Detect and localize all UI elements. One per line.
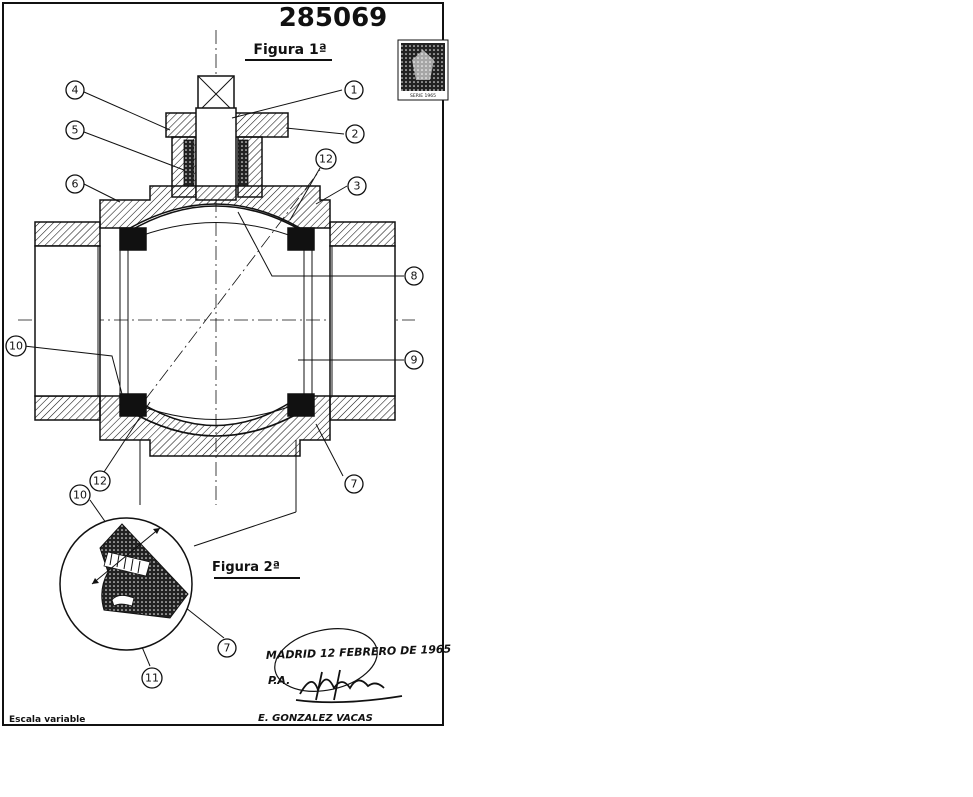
place-date: MADRID 12 FEBRERO DE 1965 [266,643,452,662]
svg-text:12: 12 [319,153,333,166]
svg-text:9: 9 [411,354,418,367]
callout-2: 2 [345,124,365,144]
svg-text:8: 8 [411,270,418,283]
svg-text:4: 4 [72,84,79,97]
stamp-caption: SERIE 1965 [410,93,436,99]
svg-text:5: 5 [72,124,79,137]
callout-7-detail: 7 [217,638,237,658]
scale-label: Escala variable [9,715,85,725]
callout-7-top: 7 [344,474,364,494]
figure-2-detail [59,517,193,651]
callout-4: 4 [65,80,85,100]
signature [274,628,403,704]
valve-body [34,75,396,457]
svg-text:3: 3 [354,180,361,193]
svg-text:7: 7 [351,478,358,491]
callout-12-bottom: 12 [89,470,111,492]
svg-text:10: 10 [73,489,87,502]
callout-markers: 1 2 3 4 5 6 12 8 9 10 12 7 10 7 11 [5,80,424,689]
svg-text:11: 11 [145,672,159,685]
callout-1: 1 [344,80,364,100]
svg-text:1: 1 [351,84,358,97]
svg-text:12: 12 [93,475,107,488]
callout-11: 11 [141,667,163,689]
callout-3: 3 [347,176,367,196]
callout-9: 9 [404,350,424,370]
svg-text:6: 6 [72,178,79,191]
svg-text:2: 2 [352,128,359,141]
callout-5: 5 [65,120,85,140]
svg-text:10: 10 [9,340,23,353]
callout-10-top: 10 [5,335,27,357]
patent-number: 285069 [279,3,388,33]
callout-10-detail: 10 [69,484,91,506]
figure-2-label: Figura 2ª [212,560,280,575]
callout-12-top: 12 [315,148,337,170]
author-name: E. GONZALEZ VACAS [258,713,373,724]
revenue-stamp: SERIE 1965 [397,39,449,101]
drawing-border [2,2,444,726]
svg-text:7: 7 [224,642,231,655]
figure-1-label: Figura 1ª [253,42,326,58]
callout-6: 6 [65,174,85,194]
leader-lines [23,89,404,667]
callout-8: 8 [404,266,424,286]
